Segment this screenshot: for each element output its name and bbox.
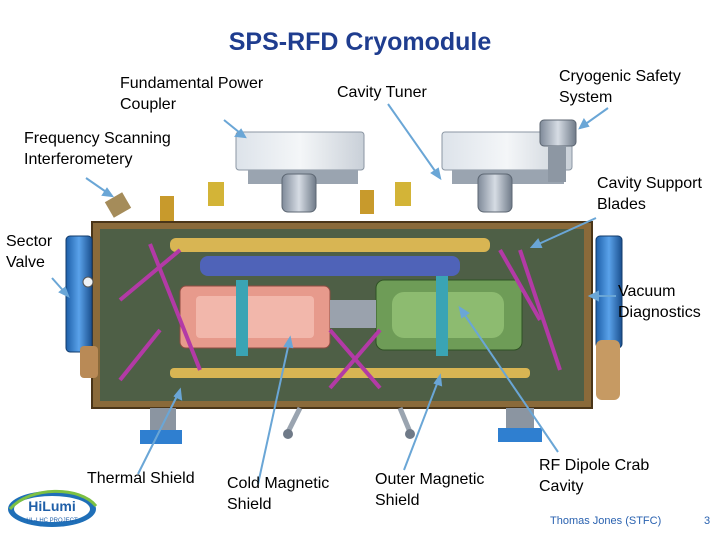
label-frequency-scanning-interferometery: Frequency Scanning Interferometery [24,130,171,168]
label-vacuum-diagnostics: Vacuum Diagnostics [618,283,701,321]
label-rf-dipole-crab-cavity: RF Dipole Crab Cavity [539,457,650,495]
label-cold-magnetic-shield: Cold Magnetic Shield [227,475,330,513]
hilumi-logo: HiLumi HL-LHC PROJECT [8,489,98,527]
label-cavity-tuner: Cavity Tuner [337,84,427,101]
safety-valve-cylinder [539,119,577,182]
crab-cavities [179,276,523,356]
page-title: SPS-RFD Cryomodule [228,28,492,56]
label-thermal-shield: Thermal Shield [87,470,195,487]
support-jacks [140,406,542,444]
label-sector-valve: Sector Valve [6,233,53,271]
footer-author: Thomas Jones (STFC) [550,515,662,527]
label-fundamental-power-coupler: Fundamental Power Coupler [120,75,264,113]
label-cryogenic-safety-system: Cryogenic Safety System [559,68,681,106]
page-number: 3 [704,515,711,527]
top-plates [235,131,573,184]
logo-text: HiLumi [28,498,75,514]
label-cavity-support-blades: Cavity Support Blades [597,175,702,213]
support-struts [118,243,562,390]
logo-subtext: HL-LHC PROJECT [26,518,78,524]
label-outer-magnetic-shield: Outer Magnetic Shield [375,471,485,509]
coupler-towers [104,173,513,222]
callout-arrows [51,103,616,485]
